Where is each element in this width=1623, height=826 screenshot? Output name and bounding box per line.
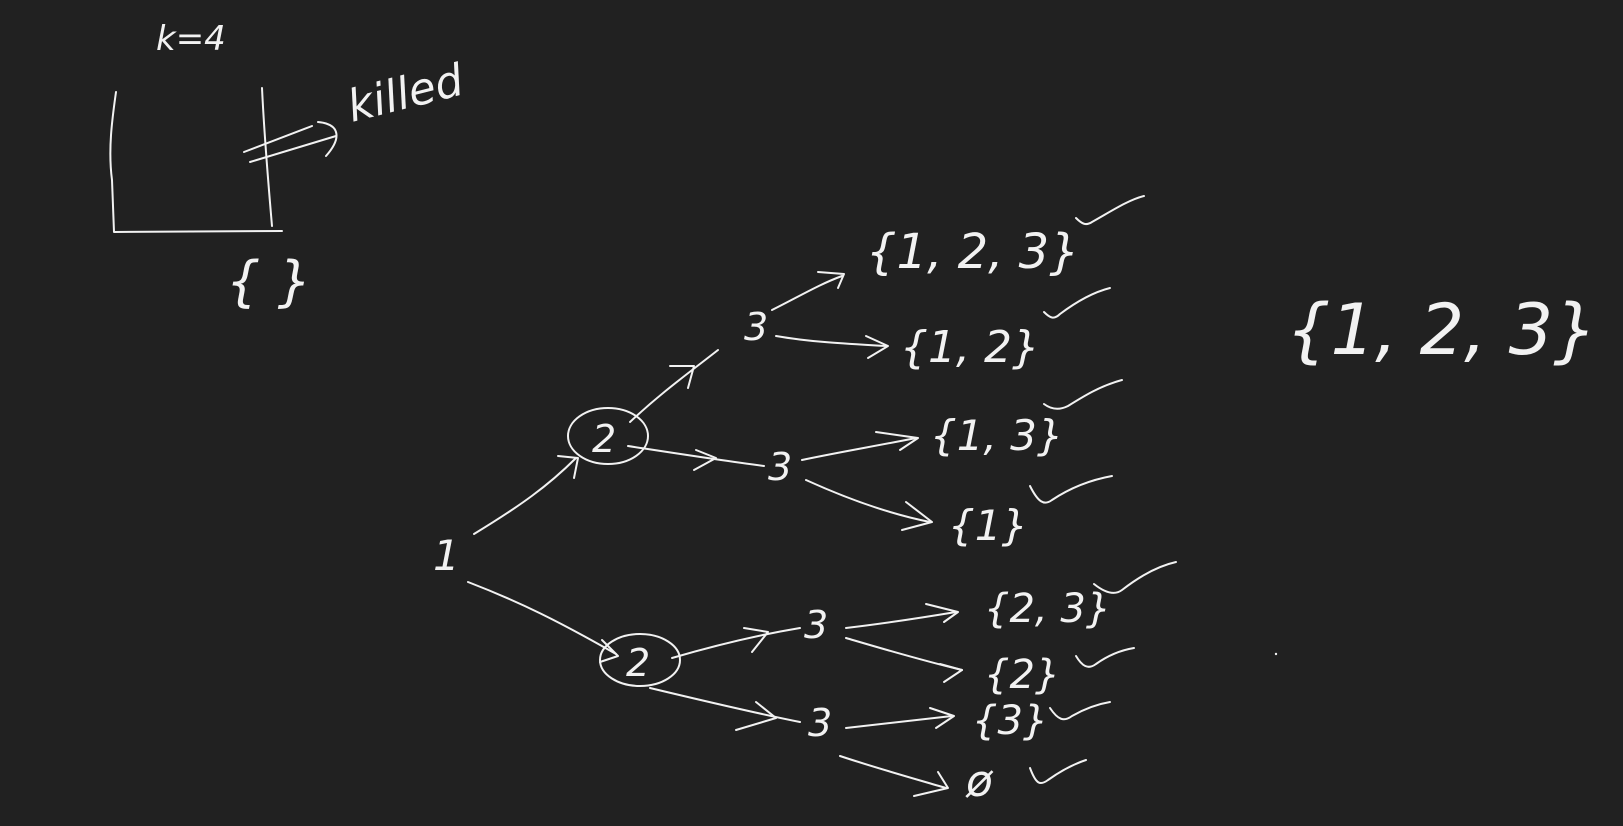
root-node: 1 xyxy=(433,531,460,580)
edge-upper2-to-3a xyxy=(629,349,719,423)
arrowhead-3c xyxy=(743,627,769,653)
subset-2: {2} xyxy=(984,652,1060,698)
edge-upper2-to-3b xyxy=(627,445,765,467)
edge-to-subset-1 xyxy=(805,479,931,523)
edge-to-empty-set xyxy=(839,755,947,789)
subset-1-3: {1, 3} xyxy=(930,411,1064,460)
check-icon xyxy=(1093,561,1177,594)
lower-2-circle xyxy=(599,633,681,687)
check-icon xyxy=(1043,379,1123,410)
check-icon xyxy=(1029,759,1087,785)
empty-set: { } xyxy=(226,250,312,313)
edge-lower2-to-3c xyxy=(671,627,801,659)
subset-1-2-3: {1, 2, 3} xyxy=(866,224,1080,280)
edge-to-subset-3 xyxy=(845,715,953,729)
edge-lower2-to-3d xyxy=(649,687,801,723)
edge-root-to-upper-2 xyxy=(473,457,577,535)
check-icon xyxy=(1075,195,1145,226)
subset-1: {1} xyxy=(948,501,1028,550)
arrowhead-subset-12 xyxy=(865,335,889,359)
arrowhead-3a xyxy=(669,365,695,389)
container-box-right xyxy=(261,87,273,227)
arrowhead-subset-1 xyxy=(901,501,933,531)
killed-arrow-shaft xyxy=(243,125,337,163)
edge-to-subset-12 xyxy=(775,335,887,347)
level2-node-a: 3 xyxy=(744,305,768,349)
arrowhead-subset-2 xyxy=(939,663,963,683)
killed-arrow-head xyxy=(317,121,338,157)
subset-2-3: {2, 3} xyxy=(984,586,1111,632)
upper-2-node: 2 xyxy=(592,417,616,461)
edge-to-subset-123 xyxy=(771,275,843,311)
arrowhead-subset-3 xyxy=(929,707,955,729)
arrowhead-upper-2 xyxy=(557,455,579,479)
container-box-left-bottom xyxy=(109,91,283,233)
upper-2-circle xyxy=(567,407,649,465)
check-icon xyxy=(1049,701,1111,721)
level2-node-b: 3 xyxy=(768,445,792,489)
level2-node-c: 3 xyxy=(804,603,828,647)
arrowhead-empty-set xyxy=(913,771,949,797)
arrowhead-subset-23 xyxy=(925,603,959,623)
check-icon xyxy=(1029,475,1113,504)
arrowhead-3d xyxy=(735,701,777,731)
level2-node-d: 3 xyxy=(808,701,832,745)
arrowhead-subset-123 xyxy=(817,271,845,289)
arrowhead-3b xyxy=(693,449,717,471)
subset-3: {3} xyxy=(972,698,1048,744)
stray-dot xyxy=(1274,652,1278,656)
lower-2-node: 2 xyxy=(626,641,650,685)
edge-to-subset-13 xyxy=(801,437,917,461)
subset-empty: ø xyxy=(965,756,994,807)
check-icon xyxy=(1043,287,1111,319)
k-label: k=4 xyxy=(156,19,226,59)
full-set: {1, 2, 3} xyxy=(1286,289,1598,371)
check-icon xyxy=(1075,647,1135,668)
arrowhead-subset-13 xyxy=(875,431,919,451)
killed-label: killed xyxy=(342,55,469,133)
subset-1-2: {1, 2} xyxy=(900,322,1040,373)
edge-to-subset-23 xyxy=(845,611,957,629)
edge-root-to-lower-2 xyxy=(467,581,617,655)
